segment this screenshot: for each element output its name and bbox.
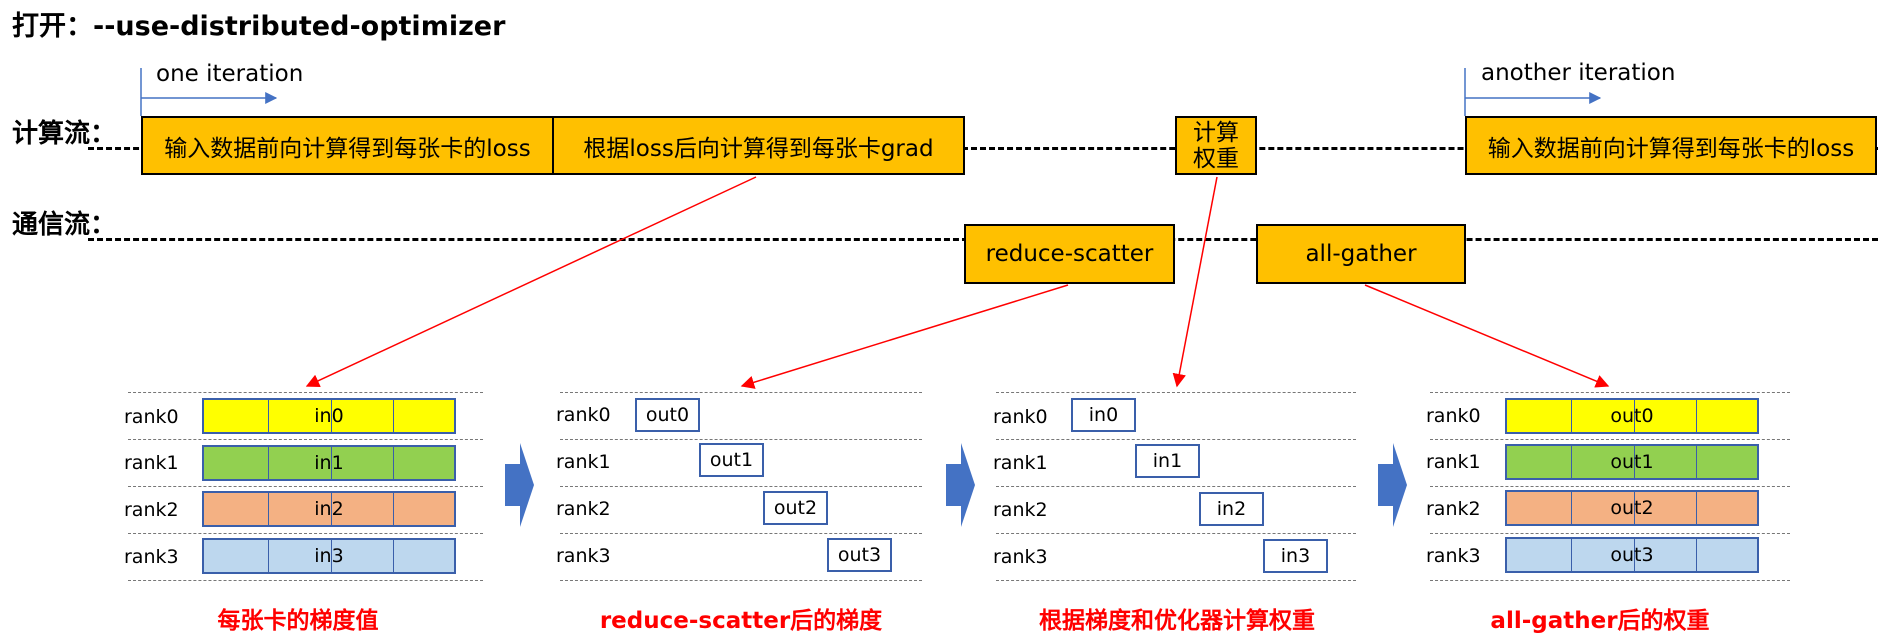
update-weights-box: 计算 权重 — [1175, 116, 1257, 175]
row-separator — [1430, 392, 1790, 393]
weight-shard-rank0: in0 — [1071, 398, 1136, 432]
rank-label: rank3 — [993, 546, 1048, 568]
cell-label: in3 — [314, 545, 344, 567]
panel-caption: 每张卡的梯度值 — [217, 608, 379, 634]
weight-bar-rank2: out2 — [1505, 490, 1759, 526]
rank-label: rank0 — [1426, 405, 1481, 427]
cell-label: out0 — [1610, 405, 1654, 427]
rank-label: rank3 — [1426, 545, 1481, 567]
cell-label: in0 — [314, 405, 344, 427]
rank-label: rank0 — [993, 406, 1048, 428]
all-gather-box: all-gather — [1256, 224, 1466, 284]
row-separator — [996, 580, 1356, 581]
weight-shard-rank3: in3 — [1263, 539, 1328, 573]
rank-label: rank1 — [124, 452, 179, 474]
panel-arrow-3 — [1378, 443, 1407, 527]
row-separator — [128, 580, 483, 581]
reduce-scatter-box: reduce-scatter — [964, 224, 1175, 284]
row-separator — [1430, 533, 1790, 534]
rank-label: rank2 — [993, 499, 1048, 521]
row-separator — [560, 580, 922, 581]
rank-label: rank2 — [124, 499, 179, 521]
grad-bar-rank3: in3 — [202, 538, 456, 574]
row-separator — [1430, 439, 1790, 440]
row-separator — [128, 533, 483, 534]
cell-label: in1 — [314, 452, 344, 474]
panel-arrow-1 — [505, 443, 534, 527]
rank-label: rank3 — [124, 546, 179, 568]
cell-label: in2 — [314, 498, 344, 520]
grad-shard-rank2: out2 — [763, 491, 828, 525]
rank-label: rank0 — [124, 406, 179, 428]
compute-stream-line — [88, 147, 1878, 150]
rank-label: rank1 — [1426, 451, 1481, 473]
panel-arrow-2 — [946, 443, 975, 527]
grad-connector-arrow — [305, 176, 757, 387]
weight-bar-rank0: out0 — [1505, 398, 1759, 434]
comm-stream-label: 通信流： — [12, 210, 117, 240]
row-separator — [1430, 580, 1790, 581]
grad-shard-rank1: out1 — [699, 443, 764, 477]
row-separator — [560, 439, 922, 440]
grad-bar-rank1: in1 — [202, 445, 456, 481]
one-iteration-arrow — [140, 68, 278, 116]
rank-label: rank1 — [993, 452, 1048, 474]
row-separator — [996, 439, 1356, 440]
one-iteration-label: one iteration — [156, 61, 304, 87]
page-title: 打开：--use-distributed-optimizer — [12, 11, 506, 42]
another-iteration-label: another iteration — [1481, 60, 1676, 86]
grad-shard-rank0: out0 — [635, 398, 700, 432]
row-separator — [560, 486, 922, 487]
backward-compute-box: 根据loss后向计算得到每张卡grad — [552, 116, 965, 175]
panel-caption: reduce-scatter后的梯度 — [599, 608, 883, 634]
row-separator — [128, 439, 483, 440]
row-separator — [996, 486, 1356, 487]
panel-caption: 根据梯度和优化器计算权重 — [1039, 608, 1315, 634]
update-weights-line1: 计算 — [1193, 119, 1239, 146]
row-separator — [1430, 486, 1790, 487]
row-separator — [560, 392, 922, 393]
grad-shard-rank3: out3 — [827, 538, 892, 572]
row-separator — [128, 392, 483, 393]
rank-label: rank2 — [1426, 498, 1481, 520]
compute-stream-label: 计算流： — [12, 119, 117, 149]
cell-label: out2 — [1610, 497, 1654, 519]
all-gather-connector-arrow — [1364, 284, 1610, 388]
reduce-scatter-connector-arrow — [740, 284, 1069, 389]
weight-bar-rank1: out1 — [1505, 444, 1759, 480]
update-connector-arrow — [1172, 176, 1218, 388]
rank-label: rank2 — [556, 498, 611, 520]
row-separator — [128, 486, 483, 487]
grad-bar-rank0: in0 — [202, 398, 456, 434]
row-separator — [560, 533, 922, 534]
row-separator — [996, 533, 1356, 534]
rank-label: rank0 — [556, 404, 611, 426]
cell-label: out3 — [1610, 544, 1654, 566]
update-weights-line2: 权重 — [1193, 145, 1239, 172]
weight-shard-rank2: in2 — [1199, 492, 1264, 526]
rank-label: rank1 — [556, 451, 611, 473]
rank-label: rank3 — [556, 545, 611, 567]
grad-bar-rank2: in2 — [202, 491, 456, 527]
another-iteration-arrow — [1464, 68, 1602, 116]
forward-compute-box: 输入数据前向计算得到每张卡的loss — [141, 116, 554, 175]
cell-label: out1 — [1610, 451, 1654, 473]
weight-shard-rank1: in1 — [1135, 444, 1200, 478]
next-forward-compute-box: 输入数据前向计算得到每张卡的loss — [1465, 116, 1877, 175]
weight-bar-rank3: out3 — [1505, 537, 1759, 573]
row-separator — [996, 392, 1356, 393]
panel-caption: all-gather后的权重 — [1490, 608, 1710, 634]
